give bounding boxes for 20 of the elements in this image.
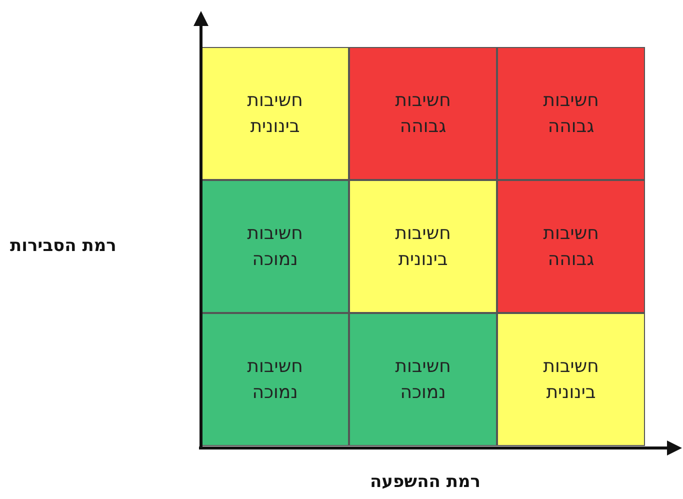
- y-axis-label: רמת הסבירות: [10, 236, 116, 256]
- cell-text: חשיבות נמוכה: [246, 354, 304, 404]
- cell-text: חשיבות נמוכה: [246, 222, 304, 272]
- cell-text: חשיבות גבוהה: [542, 88, 600, 138]
- matrix-cell: [201, 313, 349, 446]
- matrix-cell: [349, 313, 497, 446]
- cell-text: חשיבות בינונית: [246, 88, 304, 138]
- cell-text: חשיבות נמוכה: [394, 354, 452, 404]
- matrix-cell: [349, 47, 497, 180]
- x-axis-label: רמת ההשפעה: [370, 472, 480, 492]
- matrix-cell: [497, 180, 645, 313]
- matrix-cell: [497, 313, 645, 446]
- cell-text: חשיבות בינונית: [394, 222, 452, 272]
- matrix-cell: [349, 180, 497, 313]
- matrix-cell: [201, 47, 349, 180]
- matrix-cell: [497, 47, 645, 180]
- cell-text: חשיבות גבוהה: [394, 88, 452, 138]
- cell-text: חשיבות בינונית: [542, 354, 600, 404]
- matrix-cell: [201, 180, 349, 313]
- cell-text: חשיבות גבוהה: [542, 222, 600, 272]
